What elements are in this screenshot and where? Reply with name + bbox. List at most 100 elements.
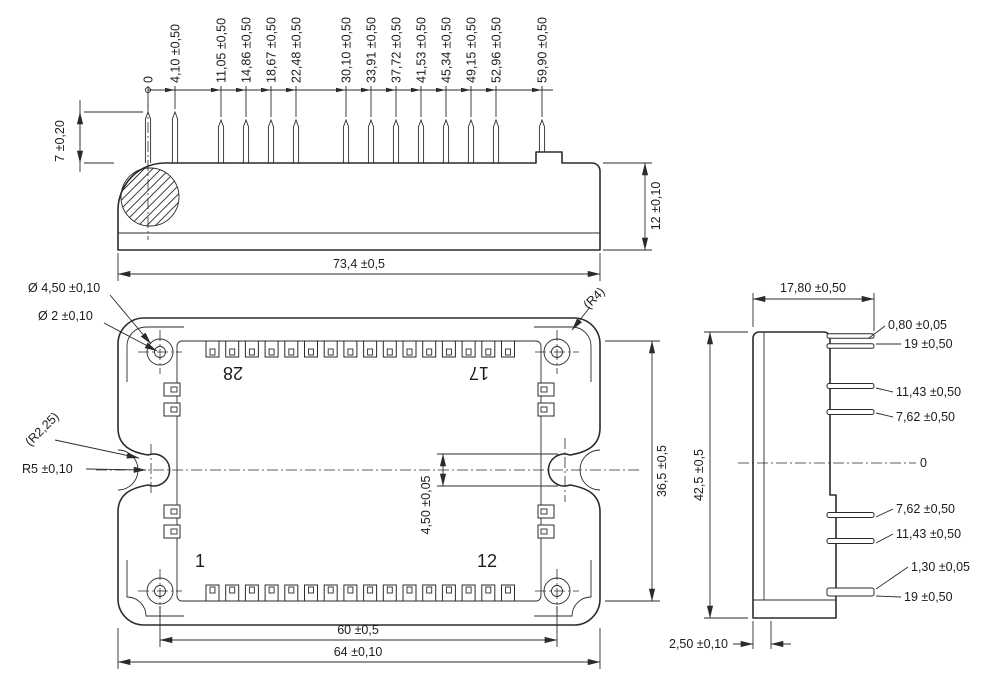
dim-side-body-width: 17,80 ±0,50 <box>780 281 846 295</box>
pad-slot <box>308 348 314 356</box>
leader-line <box>875 412 894 418</box>
pad-slot <box>367 348 374 356</box>
pad-slot <box>170 386 178 393</box>
pad-slot <box>505 348 511 356</box>
side-pin-dim-label: 11,43 ±0,50 <box>896 385 961 399</box>
ordinate-dim-label: 33,91 ±0,50 <box>365 17 379 83</box>
leader-line <box>875 508 894 518</box>
pad-slot <box>327 586 334 594</box>
leader-line <box>571 306 591 331</box>
pin-number-28: 28 <box>223 363 243 383</box>
hatch-line <box>146 193 180 227</box>
pin-number-17: 17 <box>469 363 489 383</box>
plan-view: 28 17 1 12 Ø 4,50 ±0,10 Ø 2 ±0,10 (R4) (… <box>22 281 669 669</box>
pad-slot <box>327 348 334 356</box>
pad-slot <box>445 348 452 356</box>
leader-line <box>54 439 140 459</box>
pad-slot <box>209 586 216 594</box>
side-pin <box>826 383 875 389</box>
castellation-pads <box>163 340 555 602</box>
inner-lip <box>126 560 184 617</box>
pad-slot <box>465 586 472 594</box>
leader-line <box>109 294 152 345</box>
castellation-pad <box>537 524 555 539</box>
hatch-line <box>129 176 171 218</box>
dim-plan-overall-width: 64 ±0,10 <box>334 645 383 659</box>
pin <box>242 118 250 163</box>
pad-slot <box>209 348 216 356</box>
side-pin-dim-label: 7,62 ±0,50 <box>896 502 955 516</box>
side-outline <box>752 331 837 619</box>
hole-centerlines <box>138 330 579 613</box>
pad-slot <box>229 348 236 356</box>
ordinate-dim-label: 30,10 ±0,50 <box>340 17 354 83</box>
pad-slot <box>505 586 511 594</box>
ordinate-dim-label: 4,10 ±0,50 <box>169 24 183 83</box>
side-pin-dim-label: 7,62 ±0,50 <box>896 410 955 424</box>
dim-mounting-hole-dia: Ø 4,50 ±0,10 <box>28 281 100 295</box>
side-pin <box>826 343 875 349</box>
castellation-pad <box>163 524 181 539</box>
castellation-pad <box>537 402 555 417</box>
pad-slot <box>288 348 295 356</box>
hatch-line <box>133 180 175 222</box>
pad-slot <box>170 508 178 515</box>
pin-number-12: 12 <box>477 551 497 571</box>
top-view-pins <box>144 86 546 163</box>
pad-slot <box>485 586 492 594</box>
side-pin-dim-label: 0 <box>920 456 927 470</box>
ordinate-dim-label: 52,96 ±0,50 <box>490 17 504 83</box>
pin <box>442 118 450 163</box>
dim-hole-spacing: 60 ±0,5 <box>337 623 379 637</box>
pad-slot <box>406 586 413 594</box>
leader-line <box>875 595 902 598</box>
castellation-pad <box>163 402 181 417</box>
dim-top-overall-width: 73,4 ±0,5 <box>333 257 385 271</box>
dim-pin-height: 7 ±0,20 <box>53 120 67 162</box>
hatch-line <box>122 169 161 208</box>
ordinate-dim-label: 59,90 ±0,50 <box>536 17 550 83</box>
pad-slot <box>540 508 548 515</box>
ordinate-dim-label: 11,05 ±0,50 <box>215 18 229 83</box>
side-pin <box>826 409 875 415</box>
plan-outline <box>117 317 601 626</box>
ordinate-dim-label: 37,72 ±0,50 <box>390 17 404 83</box>
pad-slot <box>347 586 354 594</box>
pad-slot <box>288 586 295 594</box>
dim-notch-circle: 4,50 ±0,05 <box>419 475 433 534</box>
side-pin-dim-label: 19 ±0,50 <box>904 590 953 604</box>
pad-slot <box>308 586 314 594</box>
castellation-pad <box>163 382 181 397</box>
side-view: 0,80 ±0,05 19 ±0,50 11,43 ±0,50 7,62 ±0,50 0… <box>669 281 970 651</box>
castellation-pad <box>537 504 555 519</box>
pad-slot <box>465 348 472 356</box>
leader-line <box>875 387 894 393</box>
dim-pin-hole-dia: Ø 2 ±0,10 <box>38 309 93 323</box>
pad-slot <box>248 348 255 356</box>
ordinate-dim-label: 22,48 ±0,50 <box>290 17 304 83</box>
hatch-line <box>125 172 167 214</box>
pad-slot <box>268 348 275 356</box>
castellation-pad <box>163 504 181 519</box>
side-pin-dim-label: 1,30 ±0,05 <box>911 560 970 574</box>
side-pin-dim-label: 11,43 ±0,50 <box>896 527 961 541</box>
side-pin-dim-labels: 0,80 ±0,05 19 ±0,50 11,43 ±0,50 7,62 ±0,50 0… <box>868 318 970 604</box>
pad-slot <box>540 406 548 413</box>
pad-slot <box>268 586 275 594</box>
pin <box>392 118 400 163</box>
pin <box>292 118 300 163</box>
side-pin-dim-label: 0,80 ±0,05 <box>888 318 947 332</box>
side-pin <box>826 587 875 597</box>
dim-side-overall-height: 42,5 ±0,5 <box>692 449 706 501</box>
pin <box>144 110 152 163</box>
pad-slot <box>445 586 452 594</box>
pad-slot <box>406 348 413 356</box>
leader-line <box>85 466 147 473</box>
ordinate-dim-label: 45,34 ±0,50 <box>440 17 454 83</box>
dim-case-height: 12 ±0,10 <box>649 182 663 231</box>
pin <box>467 118 475 163</box>
side-view-pins <box>826 333 875 597</box>
